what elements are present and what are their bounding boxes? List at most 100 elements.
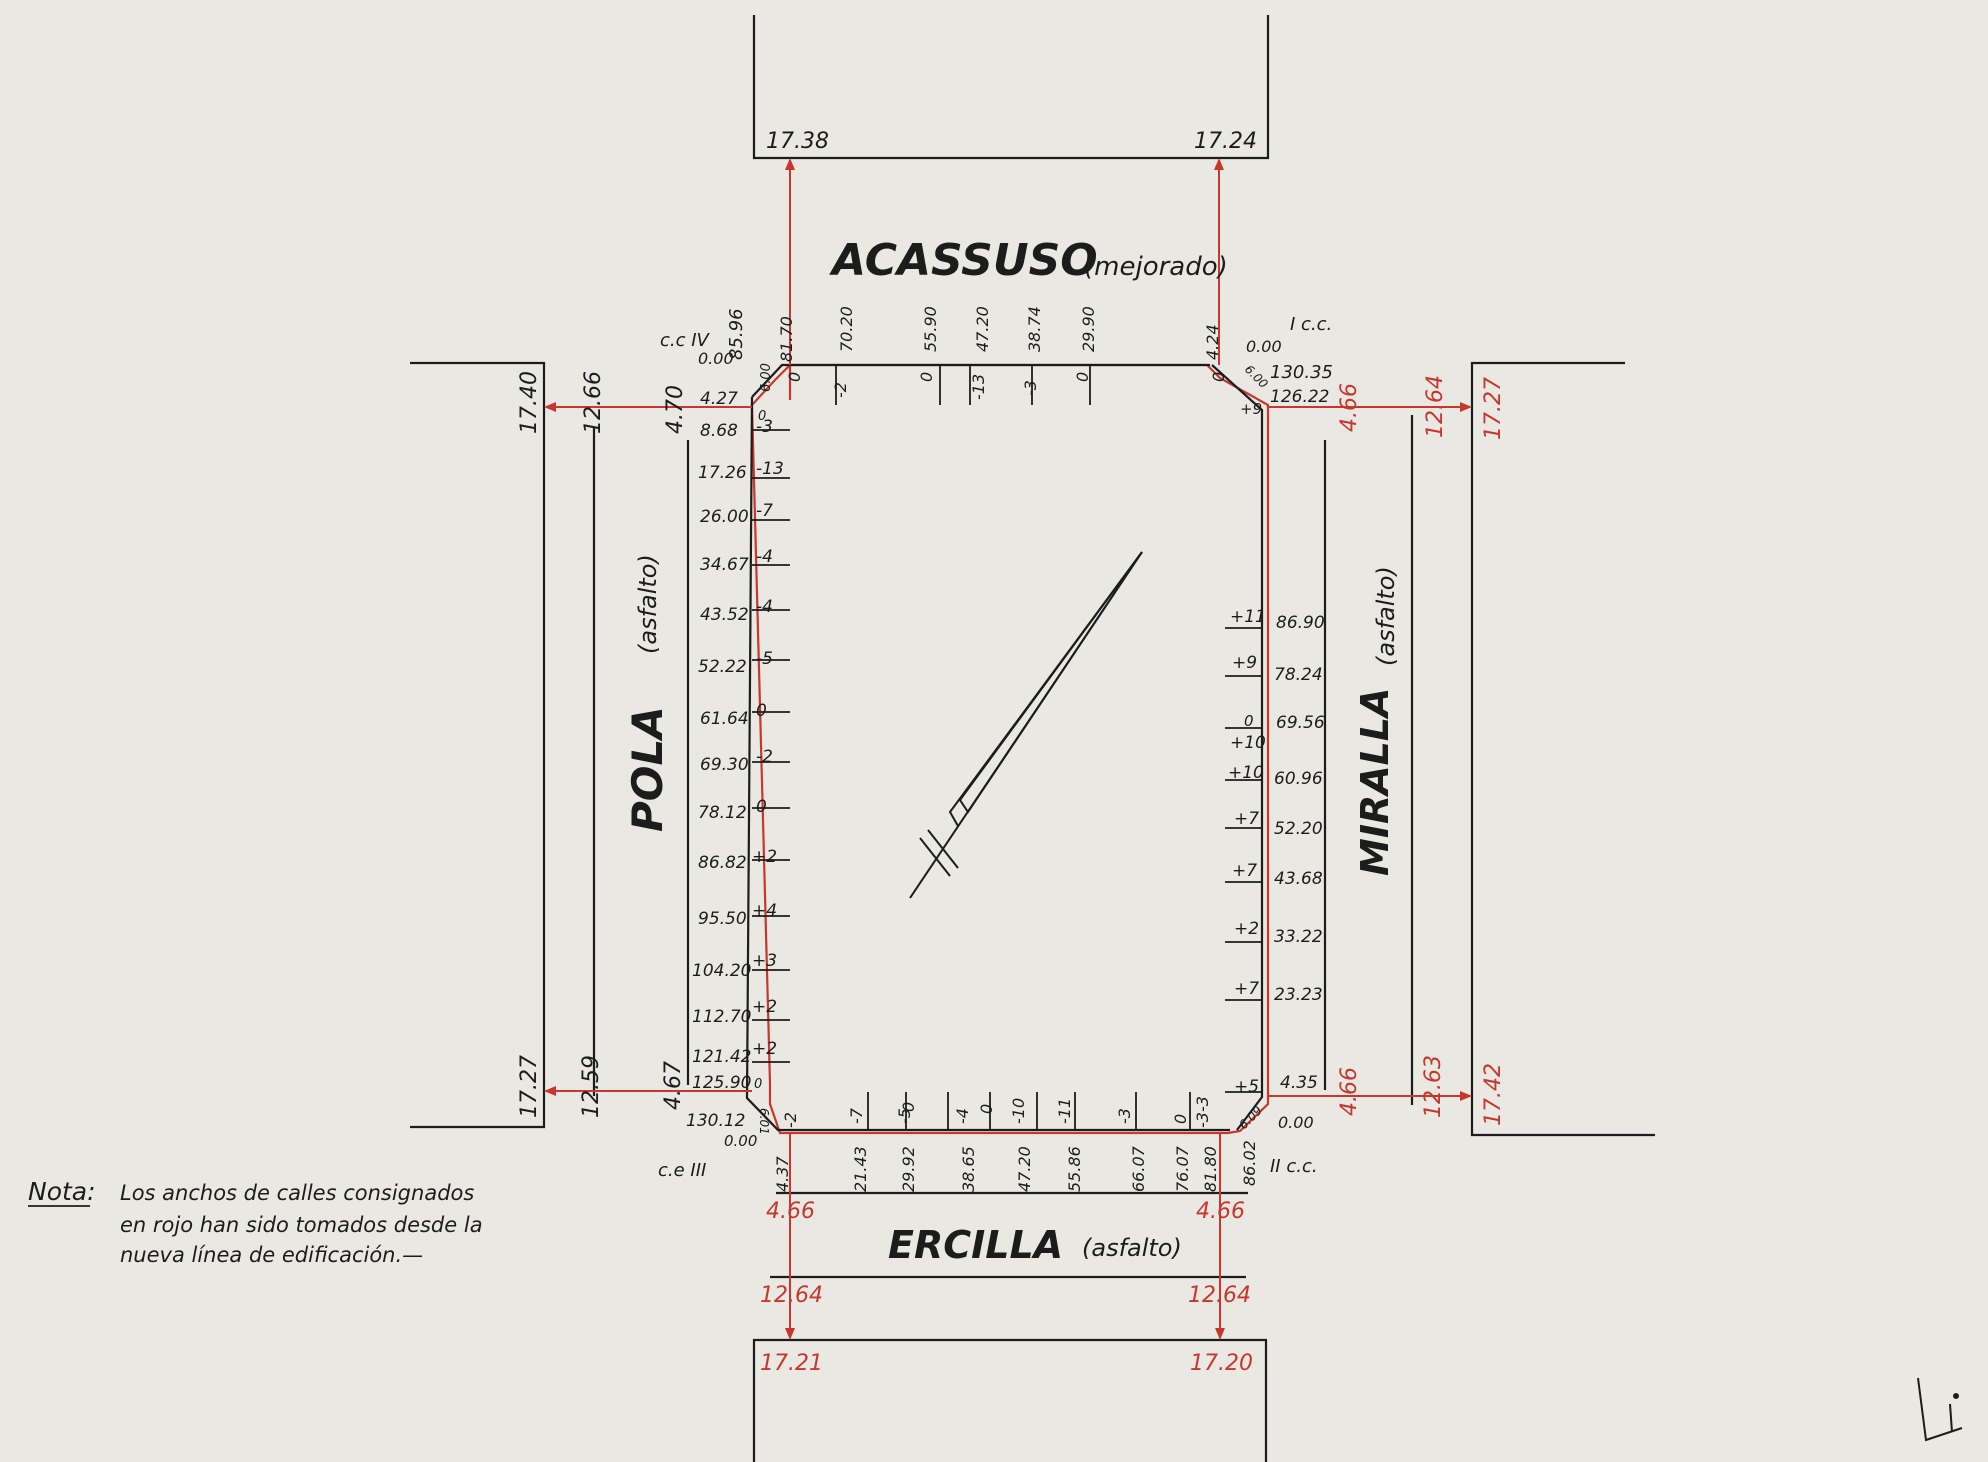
profile-ticks [752, 365, 1262, 1130]
svg-text:86.02: 86.02 [1240, 1140, 1259, 1186]
svg-text:0: 0 [917, 372, 936, 382]
street-surface-ercilla: (asfalto) [1082, 1234, 1182, 1262]
svg-text:38.65: 38.65 [959, 1146, 978, 1192]
svg-text:0: 0 [1209, 372, 1228, 382]
corner-labels: c.c IV I c.c. c.e III II c.c. 0.00 0.00 … [658, 308, 1333, 1186]
svg-text:0: 0 [758, 409, 766, 424]
svg-text:-3: -3 [1193, 1096, 1212, 1112]
svg-text:6.00: 6.00 [759, 363, 774, 392]
svg-text:-2: -2 [756, 747, 773, 767]
svg-text:17.27: 17.27 [1481, 377, 1506, 440]
svg-text:12.64: 12.64 [1188, 1283, 1251, 1308]
svg-text:+9: +9 [1232, 653, 1257, 673]
street-surface-acassuso: (mejorado) [1084, 252, 1228, 282]
svg-text:66.07: 66.07 [1129, 1145, 1148, 1192]
svg-text:+2: +2 [752, 997, 777, 1017]
svg-text:-7: -7 [847, 1107, 866, 1124]
svg-text:-13: -13 [756, 459, 784, 479]
north-arrow-icon [909, 551, 1143, 899]
svg-text:-13: -13 [969, 374, 988, 400]
svg-text:6.01: 6.01 [757, 1108, 771, 1135]
svg-text:4.66: 4.66 [1196, 1199, 1245, 1224]
svg-text:29.92: 29.92 [899, 1146, 918, 1192]
width-top-right: 17.24 [1194, 129, 1257, 154]
street-name-ercilla: ERCILLA [888, 1223, 1063, 1267]
svg-text:-4: -4 [756, 547, 773, 567]
svg-text:104.20: 104.20 [692, 961, 751, 981]
svg-text:-4: -4 [756, 597, 773, 617]
svg-text:+7: +7 [1234, 809, 1259, 829]
svg-text:-2: -2 [781, 1112, 800, 1128]
svg-text:+11: +11 [1230, 607, 1266, 627]
svg-text:-3: -3 [1021, 380, 1040, 396]
svg-text:4.35: 4.35 [1280, 1073, 1318, 1093]
svg-text:-11: -11 [1055, 1098, 1074, 1124]
svg-text:+10: +10 [1228, 763, 1264, 783]
svg-text:21.43: 21.43 [851, 1146, 870, 1192]
arrow-heads [544, 158, 1472, 1340]
svg-text:26.00: 26.00 [700, 507, 749, 527]
svg-text:12.64: 12.64 [1423, 375, 1448, 438]
svg-text:+7: +7 [1234, 979, 1259, 999]
svg-text:+4: +4 [752, 901, 777, 921]
svg-text:69.30: 69.30 [700, 755, 749, 775]
corner-label-c4: c.c IV [660, 330, 711, 351]
svg-text:76.07: 76.07 [1173, 1145, 1192, 1192]
svg-text:-2: -2 [831, 382, 850, 398]
svg-text:-4: -4 [953, 1108, 972, 1124]
svg-text:0.00: 0.00 [1246, 337, 1282, 356]
block-perimeter [745, 363, 1270, 1135]
svg-text:-10: -10 [1009, 1098, 1028, 1124]
svg-text:+3: +3 [752, 951, 777, 971]
note-line-1: Los anchos de calles consignados [120, 1181, 474, 1205]
svg-text:70.20: 70.20 [837, 306, 856, 352]
svg-text:0: 0 [1171, 1114, 1190, 1124]
width-top-left: 17.38 [766, 129, 829, 154]
svg-text:12.66: 12.66 [581, 371, 606, 434]
svg-text:4.24: 4.24 [1203, 324, 1222, 360]
svg-text:0: 0 [1244, 712, 1254, 730]
svg-text:61.64: 61.64 [700, 709, 749, 729]
svg-text:81.70: 81.70 [777, 316, 796, 362]
svg-text:47.20: 47.20 [1015, 1146, 1034, 1192]
svg-text:+2: +2 [752, 847, 777, 867]
street-name-pola: POLA [623, 706, 672, 832]
svg-text:126.22: 126.22 [1270, 387, 1329, 407]
street-labels: ACASSUSO (mejorado) ERCILLA (asfalto) PO… [623, 235, 1400, 1267]
svg-text:29.90: 29.90 [1079, 306, 1098, 352]
svg-text:130.35: 130.35 [1270, 362, 1333, 383]
note: Nota: Los anchos de calles consignados e… [28, 1177, 483, 1267]
svg-text:33.22: 33.22 [1274, 927, 1323, 947]
svg-text:4.66: 4.66 [766, 1199, 815, 1224]
svg-text:34.67: 34.67 [700, 555, 749, 575]
acassuso-profile: 81.70 70.20 55.90 47.20 38.74 29.90 4.24… [777, 306, 1228, 400]
svg-text:52.20: 52.20 [1274, 819, 1323, 839]
svg-text:+9: +9 [1240, 400, 1262, 418]
svg-text:-7: -7 [756, 501, 773, 521]
svg-text:60.96: 60.96 [1274, 769, 1323, 789]
svg-text:86.90: 86.90 [1276, 613, 1325, 633]
svg-text:0: 0 [899, 1102, 918, 1112]
svg-text:43.68: 43.68 [1274, 869, 1323, 889]
svg-text:0.00: 0.00 [698, 349, 734, 368]
svg-text:-5: -5 [756, 649, 773, 669]
street-name-acassuso: ACASSUSO [829, 235, 1098, 286]
svg-text:0: 0 [756, 797, 767, 817]
svg-text:+5: +5 [1234, 1077, 1259, 1097]
svg-text:12.64: 12.64 [760, 1283, 823, 1308]
corner-label-c1: I c.c. [1290, 314, 1332, 335]
svg-text:130.12: 130.12 [686, 1111, 745, 1131]
svg-text:55.90: 55.90 [921, 306, 940, 352]
ercilla-profile: 4.37 21.43 29.92 38.65 47.20 55.86 66.07… [773, 1096, 1220, 1192]
svg-text:12.63: 12.63 [1421, 1055, 1446, 1118]
svg-text:-3: -3 [1193, 1112, 1212, 1128]
svg-text:+7: +7 [1232, 861, 1257, 881]
svg-text:-5: -5 [895, 1108, 914, 1124]
svg-text:78.24: 78.24 [1274, 665, 1323, 685]
svg-text:69.56: 69.56 [1276, 713, 1325, 733]
svg-text:0: 0 [754, 1077, 762, 1092]
pola-profile: 4.27 8.68 17.26 26.00 34.67 43.52 52.22 … [692, 389, 784, 1093]
svg-text:0: 0 [977, 1104, 996, 1114]
svg-text:86.82: 86.82 [698, 853, 747, 873]
